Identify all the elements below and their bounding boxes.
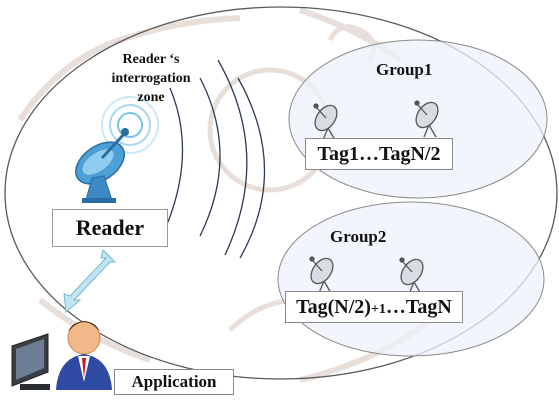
tag-antenna-icon — [309, 256, 334, 294]
zone-label-line-2: interrogation — [111, 71, 191, 86]
interrogation-zone-label: Reader ‘s interrogation zone — [96, 50, 206, 107]
group2-tag-icons — [309, 256, 424, 295]
group2-tags-label: Tag(N/2)+1…TagN — [296, 296, 452, 319]
computer-user-icon — [11, 321, 112, 390]
group1-tags-box: Tag1…TagN/2 — [305, 138, 453, 170]
group2-tags-suffix: …TagN — [385, 295, 452, 318]
application-label: Application — [131, 372, 217, 391]
reader-antenna-icon — [75, 96, 159, 203]
tag-antenna-icon — [313, 103, 338, 141]
group1-tags-label: Tag1…TagN/2 — [317, 142, 441, 165]
group2-tags-sub: +1 — [370, 301, 386, 317]
system-boundary-ellipse — [4, 6, 558, 380]
zone-label-line-3: zone — [137, 90, 165, 105]
application-box: Application — [114, 369, 234, 395]
interrogation-waves — [167, 59, 266, 259]
group2-tags-box: Tag(N/2)+1…TagN — [285, 291, 463, 323]
zone-label-line-1: Reader ‘s — [122, 52, 180, 67]
group1-tag-icons — [313, 100, 439, 141]
group2-title: Group2 — [330, 227, 387, 246]
group2-tags-prefix: Tag(N/2) — [296, 295, 371, 318]
reader-label: Reader — [75, 215, 145, 240]
group1-title: Group1 — [376, 60, 433, 79]
tag-antenna-icon — [414, 100, 439, 138]
reader-box: Reader — [52, 209, 168, 247]
reader-application-connector — [63, 249, 117, 313]
